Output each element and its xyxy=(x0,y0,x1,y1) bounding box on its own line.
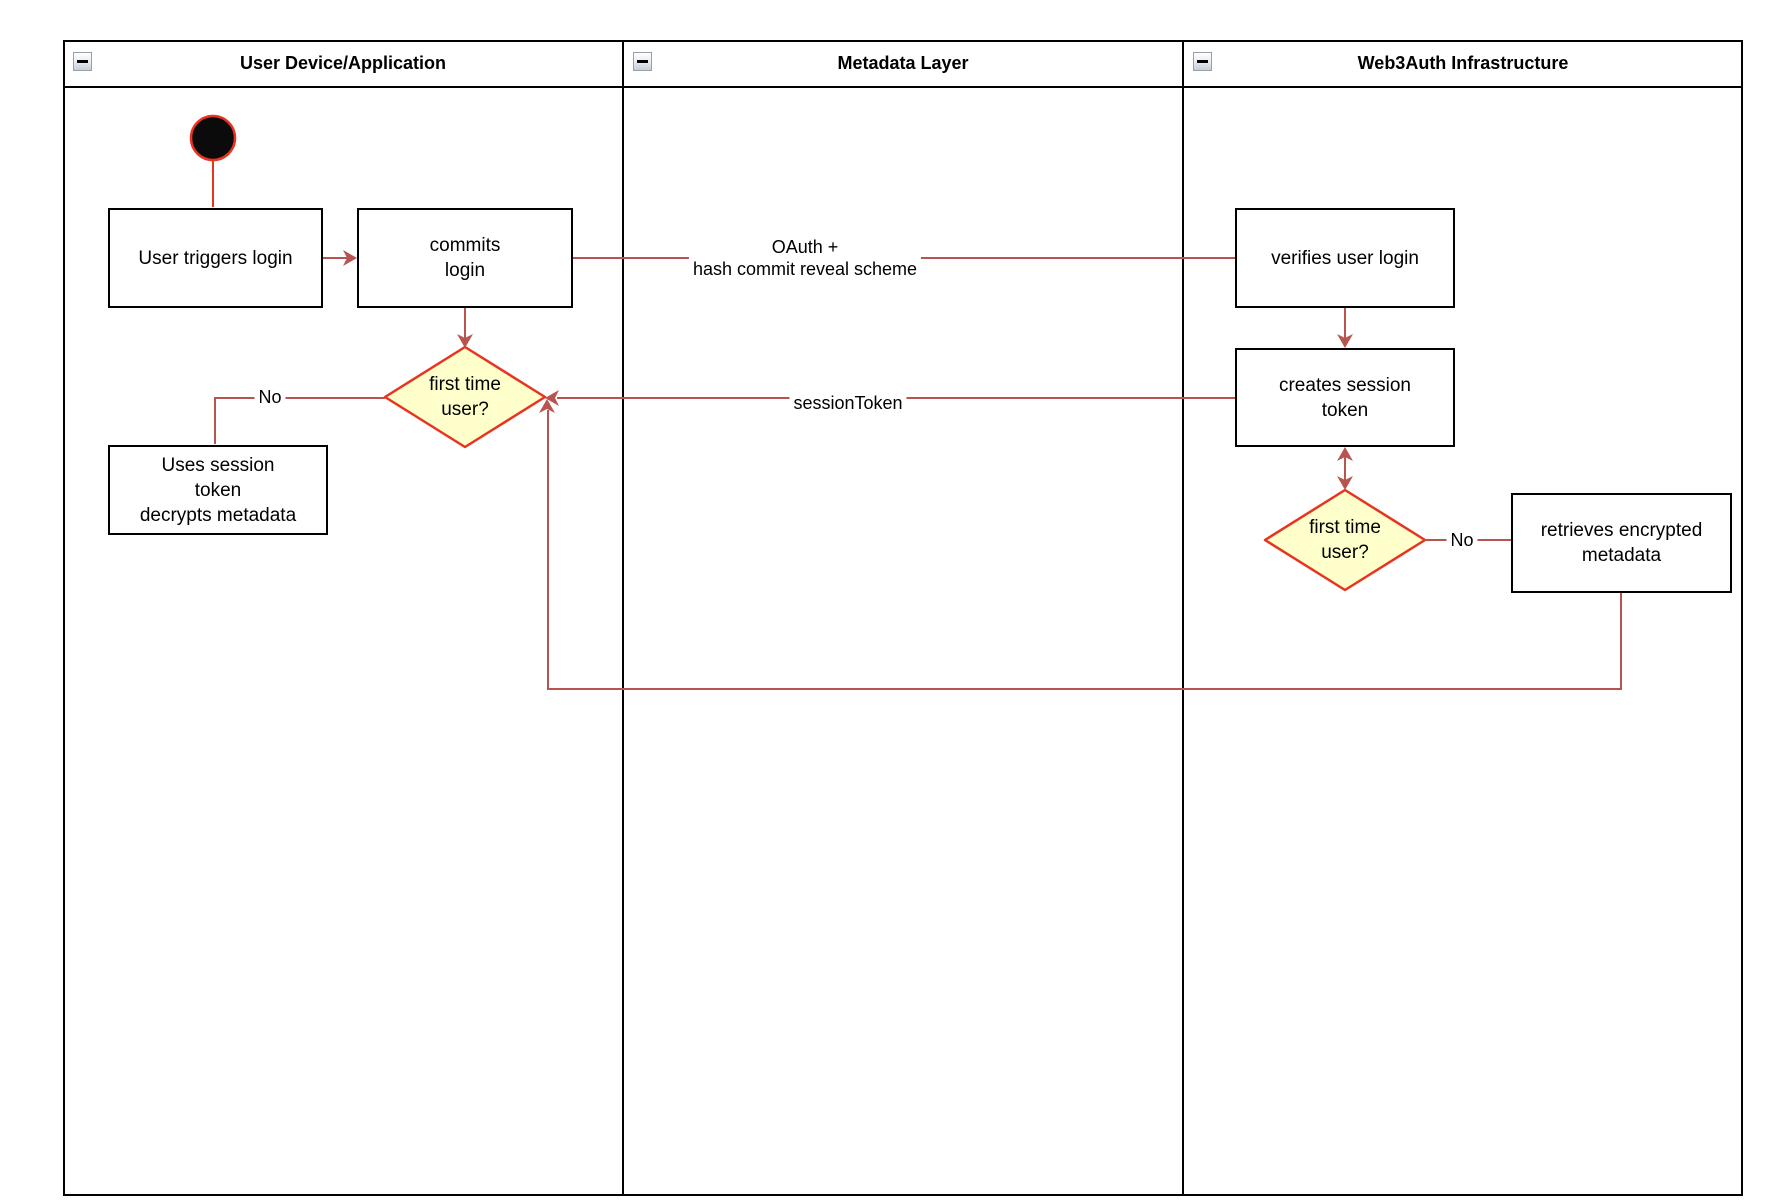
lane-header-user-device[interactable]: User Device/Application xyxy=(239,53,447,73)
edge-label-oauth[interactable]: OAuth + hash commit reveal scheme xyxy=(688,235,922,281)
decision-label-first-time-user-device: first time user? xyxy=(429,374,501,420)
collapse-lane-user-device-button[interactable] xyxy=(73,52,92,71)
node-retrieves-encrypted-metadata[interactable]: retrieves encrypted metadata xyxy=(1511,493,1732,593)
decision-label-first-time-user-infra: first time user? xyxy=(1309,517,1381,563)
node-verifies-user-login[interactable]: verifies user login xyxy=(1235,208,1455,308)
node-user-triggers-login[interactable]: User triggers login xyxy=(108,208,323,308)
edge-label-sessiontoken[interactable]: sessionToken xyxy=(789,391,907,415)
lane-header-metadata-layer[interactable]: Metadata Layer xyxy=(837,53,969,73)
lane-header-underline xyxy=(63,86,1743,88)
edge-label-no-infra[interactable]: No xyxy=(1446,528,1478,552)
node-commits-login[interactable]: commits login xyxy=(357,208,573,308)
lane-divider-2 xyxy=(1182,40,1184,1196)
minus-icon xyxy=(1197,60,1208,63)
collapse-lane-web3auth-button[interactable] xyxy=(1193,52,1212,71)
minus-icon xyxy=(77,60,88,63)
edge-label-no-device[interactable]: No xyxy=(254,385,286,409)
minus-icon xyxy=(637,60,648,63)
lane-header-web3auth[interactable]: Web3Auth Infrastructure xyxy=(1357,53,1569,73)
node-creates-session-token[interactable]: creates session token xyxy=(1235,348,1455,447)
node-uses-session-token[interactable]: Uses session token decrypts metadata xyxy=(108,445,328,535)
collapse-lane-metadata-button[interactable] xyxy=(633,52,652,71)
lane-divider-1 xyxy=(622,40,624,1196)
